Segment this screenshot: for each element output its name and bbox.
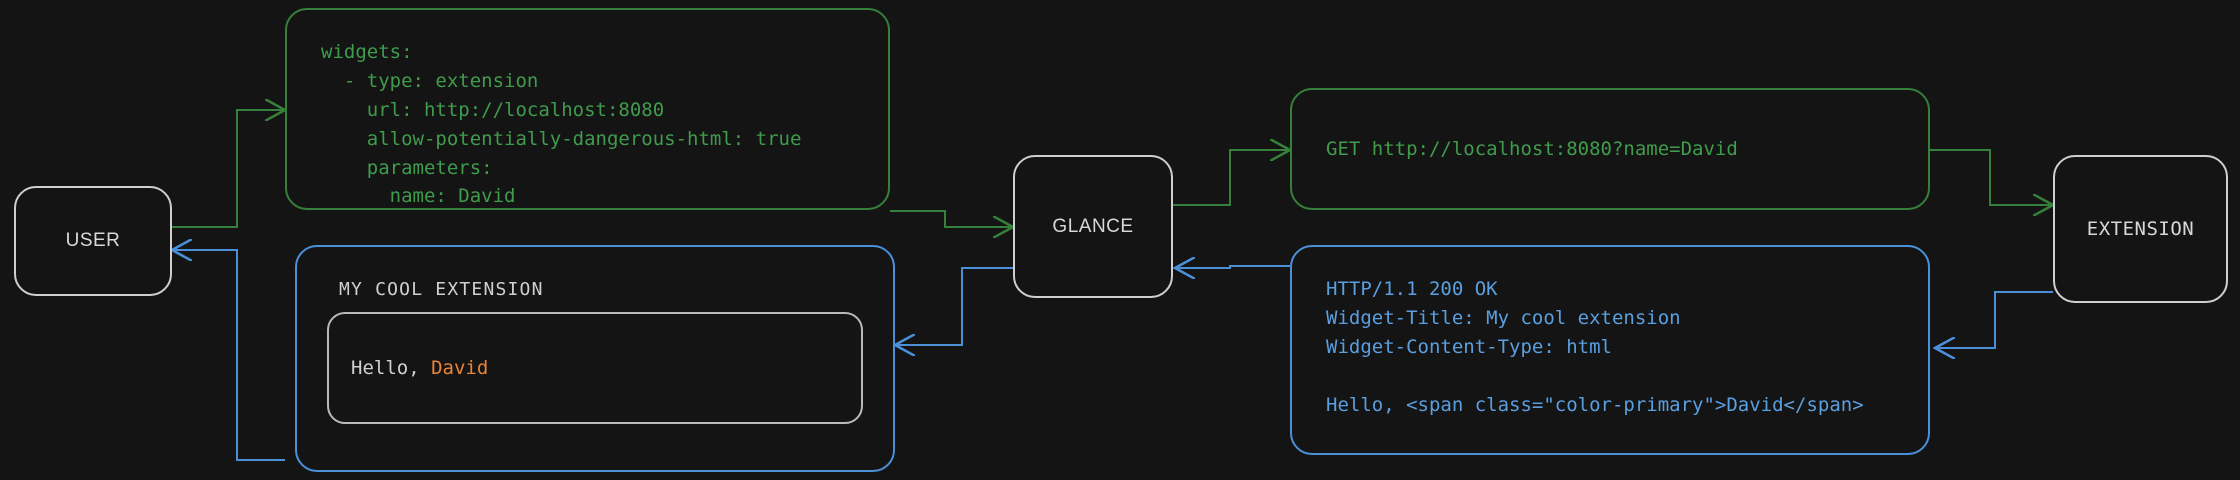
node-user-label: USER bbox=[65, 230, 121, 251]
edge-config-to-glance bbox=[890, 210, 1013, 227]
rendered-widget-box: MY COOL EXTENSION Hello, David bbox=[295, 245, 895, 472]
config-yaml-code: widgets: - type: extension url: http://l… bbox=[321, 41, 802, 208]
edge-request-to-extension bbox=[1930, 149, 2053, 205]
node-extension-label: EXTENSION bbox=[2086, 218, 2195, 240]
node-extension[interactable]: EXTENSION bbox=[2053, 155, 2228, 303]
edge-response-to-glance bbox=[1175, 266, 1290, 268]
http-request-box: GET http://localhost:8080?name=David bbox=[1290, 88, 1930, 210]
node-user[interactable]: USER bbox=[14, 186, 172, 296]
http-request-code: GET http://localhost:8080?name=David bbox=[1326, 137, 1738, 160]
config-yaml-box: widgets: - type: extension url: http://l… bbox=[285, 8, 890, 210]
node-glance-label: GLANCE bbox=[1052, 215, 1134, 237]
widget-title: MY COOL EXTENSION bbox=[339, 279, 544, 300]
node-glance[interactable]: GLANCE bbox=[1013, 155, 1173, 298]
edge-widget-to-user bbox=[172, 250, 285, 461]
widget-greeting-prefix: Hello, bbox=[351, 357, 432, 379]
edge-user-to-config bbox=[170, 110, 285, 228]
http-response-box: HTTP/1.1 200 OK Widget-Title: My cool ex… bbox=[1290, 245, 1930, 455]
edge-glance-to-widget bbox=[895, 267, 1013, 345]
widget-greeting-name: David bbox=[431, 357, 489, 379]
edge-extension-to-response bbox=[1935, 291, 2053, 348]
widget-greeting: Hello, David bbox=[351, 357, 488, 379]
edge-glance-to-request bbox=[1173, 150, 1290, 206]
widget-content-card: Hello, David bbox=[327, 312, 863, 424]
http-response-code: HTTP/1.1 200 OK Widget-Title: My cool ex… bbox=[1326, 278, 1864, 416]
